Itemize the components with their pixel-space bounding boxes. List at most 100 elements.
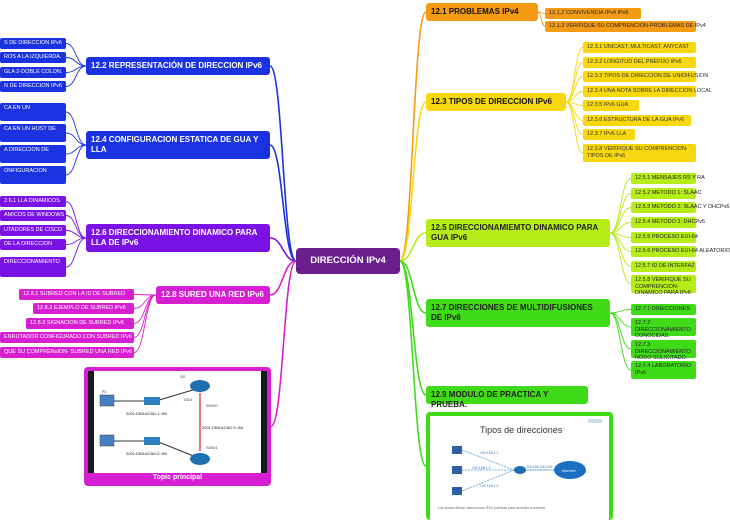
link-subtopic-12-3-8 <box>565 101 584 154</box>
link-subtopic-12-2-a <box>65 43 87 67</box>
subtopic-12-8-5[interactable]: QUE SU COMPRENsION- SUBRED UNA RED IPv6 <box>0 347 134 358</box>
label-g01: G0/1 <box>184 397 193 402</box>
topic-12-2[interactable]: 12.2 REPRESENTACIÓN DE DIRECCION IPv6 <box>86 57 270 75</box>
subtopic-12-3-4[interactable]: 12.3.4 UNA NOTA SOBRE LA DIRECCION LOCAL <box>583 86 712 97</box>
link-subtopic-12-4-b <box>65 132 87 146</box>
subtopic-12-3-1[interactable]: 12.3.1 UNICAST, MULTICAST, ANYCAST <box>583 42 696 53</box>
subtopic-12-8-4[interactable]: ENRUTADOR CONFIGURADO CON SUBRED IPv6 <box>0 332 134 343</box>
topic-12-4[interactable]: 12.4 CONFIGURACION ESTATICA DE GUA Y LLA <box>86 131 270 159</box>
subtopic-12-4-d[interactable]: ONFIGURACION <box>0 166 66 184</box>
subtopic-12-6-1[interactable]: 2.6.1 LLA DINAMICOS <box>0 196 66 207</box>
link-subtopic-12-8-5 <box>133 294 157 353</box>
switch-icon <box>144 397 160 405</box>
link-subtopic-12-7-1 <box>609 309 632 314</box>
subtopic-12-6-2[interactable]: AMICOS DE WINDOWS <box>0 210 66 221</box>
link-subtopic-12-3-2 <box>565 62 584 103</box>
host-ip-3: 192.168.1.3 <box>480 484 499 488</box>
subtopic-12-7-3[interactable]: 12.7.3 DIRECCIONAMIENTO NODO SOLICITADO. <box>631 340 696 361</box>
label-s1: S0/0/1 <box>206 445 218 450</box>
topic-12-3[interactable]: 12.3 TIPOS DE DIRECCION IPv6 <box>426 93 566 111</box>
label-net-1: 2001:DB8:ACAD:1::/64 <box>126 411 168 416</box>
topic-principal-card[interactable]: G0 G0/1 S0/0/0 S0/0/1 PC 2001:DB8:ACAD:1… <box>84 367 271 486</box>
subtopic-12-3-3[interactable]: 12.3.3 TIPOS DE DIRECCION DE UNIDIFUSION <box>583 71 708 82</box>
subtopic-12-3-8[interactable]: 12.3.8 VERIFIQUE SU COMPRENCION-TIPOS DE… <box>583 144 696 162</box>
label-net-wan: 2001:DB8:ACAD:3::/64 <box>202 425 244 430</box>
topic-12-7[interactable]: 12.7 DIRECCIONES DE MULTIDIFUSIONES DE I… <box>426 299 610 327</box>
topic-12-9[interactable]: 12.9 MODULO DE PRACTICA Y PRUEBA. <box>426 386 588 409</box>
label-s0: S0/0/0 <box>206 403 218 408</box>
link-subtopic-12-2-d <box>65 65 87 87</box>
link-tipos-direcciones <box>399 260 427 467</box>
subtopic-12-5-7[interactable]: 12.5.7 ID DE INTERFAZ <box>631 261 696 272</box>
link-subtopic-12-6-5 <box>65 237 87 268</box>
central-topic[interactable]: DIRECCIÓN IPv4 <box>296 248 400 274</box>
subtopic-12-1-3[interactable]: 12.1.3 VERIFIQUE SU COMPRENCION-PROBLEMA… <box>545 21 706 32</box>
subtopic-12-7-1[interactable]: 12.7.1 DIRECCIONES <box>631 304 696 315</box>
link-subtopic-12-1-3 <box>537 11 546 27</box>
subtopic-12-2-b[interactable]: ROS A LA IZQUIERDA. <box>0 52 66 63</box>
subtopic-12-2-d[interactable]: N DE DIRECCION IPv6 <box>0 81 66 92</box>
link-topic-12-4 <box>269 144 297 262</box>
subtopic-12-5-6[interactable]: 12.5.6 PROCESO EUI-64 ALEATORIO <box>631 246 730 257</box>
link-topic-12-6 <box>269 237 297 262</box>
subtopic-12-8-2[interactable]: 12.8.2 EJEMPLO DE SUBRED IPv6 <box>33 303 134 314</box>
subtopic-12-2-c[interactable]: GLA 2-DOBLE COLON. <box>0 67 66 78</box>
subtopic-12-6-3[interactable]: UTADORES DE CISCO <box>0 225 66 236</box>
subtopic-12-7-4[interactable]: 12.7.4 LABORATORIO IPv6 <box>631 361 696 379</box>
subtopic-12-6-5[interactable]: DIRECCIONAMIENTO <box>0 257 66 277</box>
subtopic-12-3-7[interactable]: 12.3.7 IPv6 LLA <box>583 129 635 140</box>
link-subtopic-12-3-3 <box>565 76 584 103</box>
subtopic-12-4-a[interactable]: CA EN UN <box>0 103 66 121</box>
subtopic-12-5-1[interactable]: 12.5.1 MENSAJES RS Y RA <box>631 173 705 184</box>
subtopic-12-5-3[interactable]: 12.5.3 METODO 2: SLAAC Y DHCPv6 <box>631 202 729 213</box>
image-title: Tipos de direcciones <box>480 425 563 435</box>
subtopic-12-7-2[interactable]: 12.7.2 DIRECCIONAMIENTO CONOCIDAS. <box>631 318 696 339</box>
pc-icon <box>99 394 115 407</box>
host-icon <box>452 487 462 495</box>
subtopic-12-4-c[interactable]: A DIRECCION DE <box>0 145 66 163</box>
subtopic-12-5-5[interactable]: 12.5.5 PROCESO EUI-64 <box>631 232 698 243</box>
link-topic-12-5 <box>399 232 427 262</box>
router-icon <box>190 380 210 392</box>
subtopic-12-6-4[interactable]: DE LA DIRECCION <box>0 239 66 250</box>
link-subtopic-12-7-4 <box>609 312 632 371</box>
subtopic-12-5-4[interactable]: 12.5.4 METODO 3: DHCPv6 <box>631 217 705 228</box>
subtopic-12-3-6[interactable]: 12.3.6 ESTRUCTURA DE LA GUA IPv6 <box>583 115 691 126</box>
label-g0: G0 <box>180 374 186 379</box>
link-subtopic-12-6-2 <box>65 215 87 239</box>
topic-12-5[interactable]: 12.5 DIRECCIONAMIEMTO DINAMICO PARA GUA … <box>426 219 610 247</box>
subtopic-12-3-2[interactable]: 12.3.2 LONGITUD DEL PREFIJO IPv6 <box>583 57 696 68</box>
label-net-2: 2001:DB8:ACAD:2::/64 <box>126 451 168 456</box>
subtopic-12-1-2[interactable]: 12.1.2 CONVIVENCIA IPv4 IPv6 <box>545 8 641 19</box>
link-topic-12-3 <box>399 101 427 262</box>
link-subtopic-12-5-8 <box>609 232 632 285</box>
host-ip-1: 192.168.1.1 <box>480 451 499 455</box>
subtopic-12-5-2[interactable]: 12.5.2 METODO 1: SLAAC <box>631 188 702 199</box>
router-icon <box>190 453 210 465</box>
internet-cloud-icon <box>554 461 586 479</box>
link-subtopic-12-3-1 <box>565 47 584 103</box>
topic-12-1[interactable]: 12.1 PROBLEMAS IPv4 <box>426 3 538 21</box>
subtopic-12-4-b[interactable]: CA EN UN HOST DE <box>0 124 66 142</box>
subtopic-12-5-8[interactable]: 12.5.8 VERIFIQUE SU COMPRENCION- DINAMIC… <box>631 275 696 296</box>
network-topology-image: G0 G0/1 S0/0/0 S0/0/1 PC 2001:DB8:ACAD:1… <box>88 371 267 473</box>
link-subtopic-12-4-a <box>65 111 87 146</box>
link-subtopic-12-8-3 <box>133 294 157 324</box>
tipos-direcciones-card[interactable]: Tipos de direcciones 192.168.1.1 192.168… <box>426 412 613 520</box>
topic-12-8[interactable]: 12.8 SURED UNA RED IPv6 <box>156 286 270 304</box>
link-topic-12-8 <box>269 260 297 296</box>
link-subtopic-12-5-7 <box>609 232 632 267</box>
topic-12-6[interactable]: 12.6 DIRECCIONAMIENTO DINAMICO PARA LLA … <box>86 224 270 252</box>
link-subtopic-12-6-1 <box>65 201 87 239</box>
subtopic-12-2-a[interactable]: S DE DIRECCION IPv6 <box>0 38 66 49</box>
address-types-image: Tipos de direcciones 192.168.1.1 192.168… <box>430 416 609 520</box>
link-subtopic-12-4-d <box>65 144 87 176</box>
link-subtopic-12-5-2 <box>609 193 632 234</box>
router-icon <box>514 466 526 474</box>
link-subtopic-12-5-3 <box>609 207 632 234</box>
topic-principal-caption: Topic principal <box>152 474 203 481</box>
subtopic-12-8-1[interactable]: 12.8.1 SUBRED CON LA ID DE SUBRED <box>19 289 134 300</box>
subtopic-12-8-3[interactable]: 12.8.3 SIGNACION DE SUBRED IPv6 <box>26 318 134 329</box>
subtopic-12-3-5[interactable]: 12.3.5 IPv6 GUA <box>583 100 639 111</box>
link-topic-12-7 <box>399 260 427 314</box>
